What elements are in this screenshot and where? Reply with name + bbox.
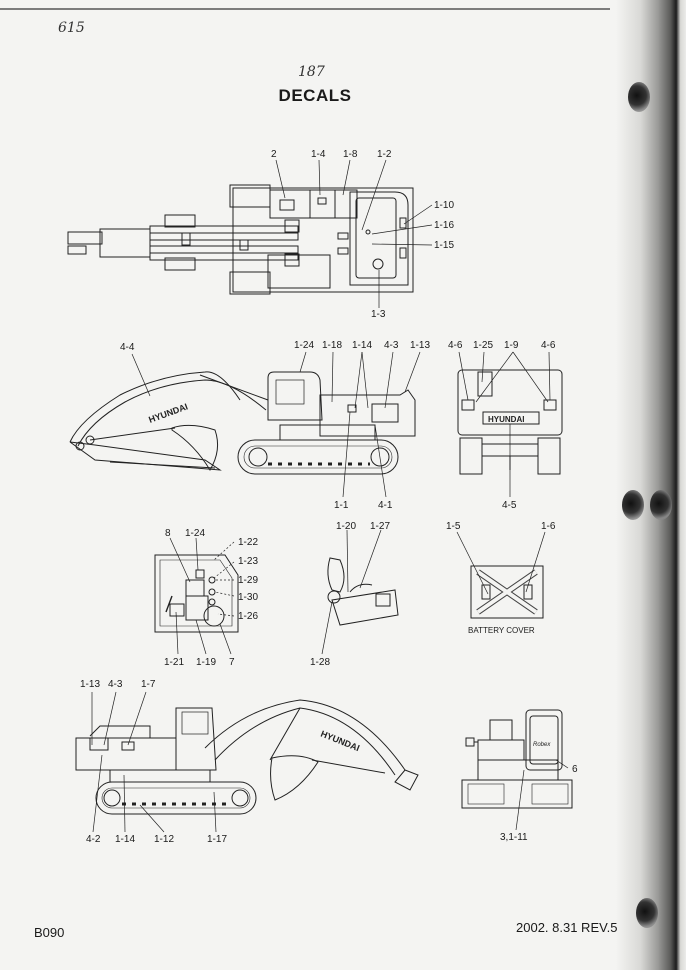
excavator-left-side-view [75,699,419,815]
callout-label: 7 [229,657,235,668]
right-boom-brand-decal: HYUNDAI [147,401,189,424]
callout-label: 1-17 [207,834,228,845]
punch-hole [622,490,644,520]
callout-label: 1-22 [238,537,259,548]
callout-label: 1-6 [541,521,556,532]
callout-label: 1-18 [322,340,343,351]
callout-label: 4-1 [378,500,393,511]
callout-label: 1-30 [238,592,259,603]
callout-label: 1-7 [141,679,156,690]
callout-label: 1-1 [334,500,349,511]
callout-label: 1-25 [473,340,494,351]
callout-label: 6 [572,764,578,775]
excavator-front-view [461,709,573,809]
callout-label: 4-5 [502,500,517,511]
binding-edge-shadow [616,0,686,970]
callout-label: 1-10 [434,200,455,211]
callout-label: 1-24 [294,340,315,351]
callout-label: 1-26 [238,611,259,622]
callout-label: 1-16 [434,220,455,231]
callout-label: 1-14 [115,834,136,845]
callout-label: 4-2 [86,834,101,845]
battery-cover-caption: BATTERY COVER [468,626,535,635]
callout-label: 4-3 [108,679,123,690]
callout-label: 1-28 [310,657,331,668]
left-boom-brand-decal: HYUNDAI [319,729,361,754]
callout-label: 1-27 [370,521,391,532]
callout-label: 1-13 [80,679,101,690]
page-handwritten-note: 187 [298,64,325,80]
callout-label: 4-6 [541,340,556,351]
cab-interior-view [154,554,239,633]
page-title: DECALS [278,86,352,105]
callout-label: 1-8 [343,149,358,160]
callout-label: 8 [165,528,171,539]
document-code: B090 [34,925,65,940]
callout-label: 1-13 [410,340,431,351]
excavator-top-view [67,184,414,295]
callout-label: 1-23 [238,556,259,567]
excavator-right-side-view [69,371,416,475]
callout-label: 1-4 [311,149,326,160]
punch-hole [628,82,650,112]
callout-label: 1-2 [377,149,392,160]
callout-label: 1-20 [336,521,357,532]
callout-label: 2 [271,149,277,160]
callout-label: 1-29 [238,575,259,586]
callout-label: 4-3 [384,340,399,351]
battery-cover-view [470,565,544,619]
callout-label: 4-6 [448,340,463,351]
callout-label: 1-9 [504,340,519,351]
callout-label: 3,1-11 [500,832,528,843]
joystick-console-view [327,557,399,626]
callout-label: 1-19 [196,657,217,668]
punch-hole [650,490,672,520]
callout-label: 1-21 [164,657,185,668]
callout-label: 1-3 [371,309,386,320]
callout-label: 1-5 [446,521,461,532]
callout-label: 1-12 [154,834,175,845]
rear-brand-plate-decal: HYUNDAI [488,415,524,424]
callout-label: 1-14 [352,340,373,351]
corner-handwritten-note: 615 [58,20,85,36]
callout-label: 1-24 [185,528,206,539]
callout-label: 1-15 [434,240,455,251]
revision-date: 2002. 8.31 REV.5 [516,920,618,935]
callout-label: 4-4 [120,342,135,353]
punch-hole [636,898,658,928]
cab-model-decal: Robex [533,742,551,748]
